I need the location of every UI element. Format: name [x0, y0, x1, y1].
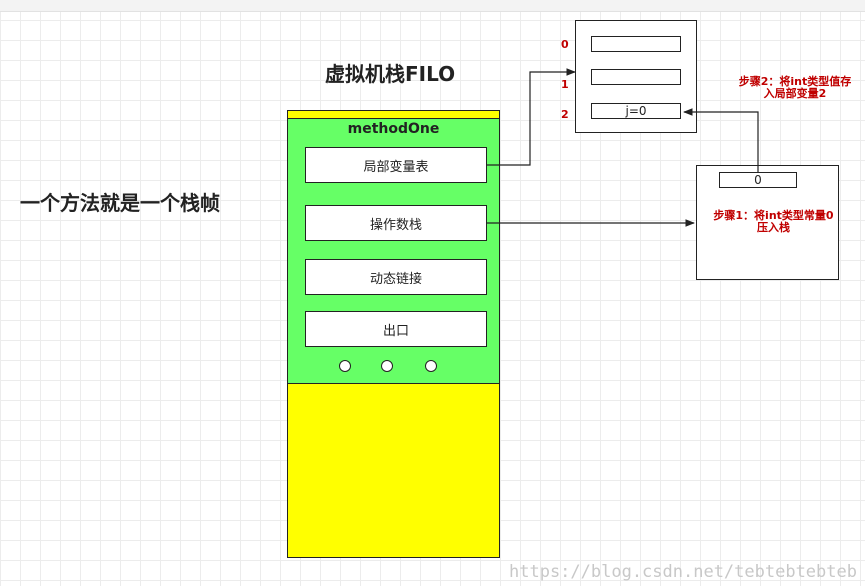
local-var-index: 0: [561, 38, 569, 51]
arrow-locals-to-table: [487, 68, 576, 166]
diagram-title: 虚拟机栈FILO: [325, 62, 456, 86]
arrow-store-to-local2: [683, 108, 759, 172]
operand-stack-cell: 0: [719, 172, 797, 188]
ellipsis-dot: [425, 360, 437, 372]
step2-label: 步骤2：将int类型值存 入局部变量2: [728, 76, 862, 100]
ellipsis-dot: [339, 360, 351, 372]
step2-line: 步骤2：将int类型值存: [738, 75, 852, 88]
top-bar: [0, 0, 865, 12]
local-var-cell: j=0: [591, 103, 681, 119]
slot-return: 出口: [305, 311, 487, 347]
step1-label: 步骤1：将int类型常量0 压入栈: [706, 210, 841, 234]
slot-dynamic-link: 动态链接: [305, 259, 487, 295]
step1-line: 压入栈: [757, 221, 790, 234]
local-var-cell: [591, 36, 681, 52]
watermark: https://blog.csdn.net/tebtebtebteb: [509, 562, 857, 582]
step2-line: 入局部变量2: [763, 87, 827, 100]
local-var-index: 2: [561, 108, 569, 121]
local-var-index: 1: [561, 78, 569, 91]
slot-operand-stack: 操作数栈: [305, 205, 487, 241]
ellipsis-dot: [381, 360, 393, 372]
frame-note: 一个方法就是一个栈帧: [20, 191, 220, 215]
step1-line: 步骤1：将int类型常量0: [713, 209, 834, 222]
method-name: methodOne: [347, 121, 440, 137]
local-var-cell: [591, 69, 681, 85]
slot-local-variables: 局部变量表: [305, 147, 487, 183]
